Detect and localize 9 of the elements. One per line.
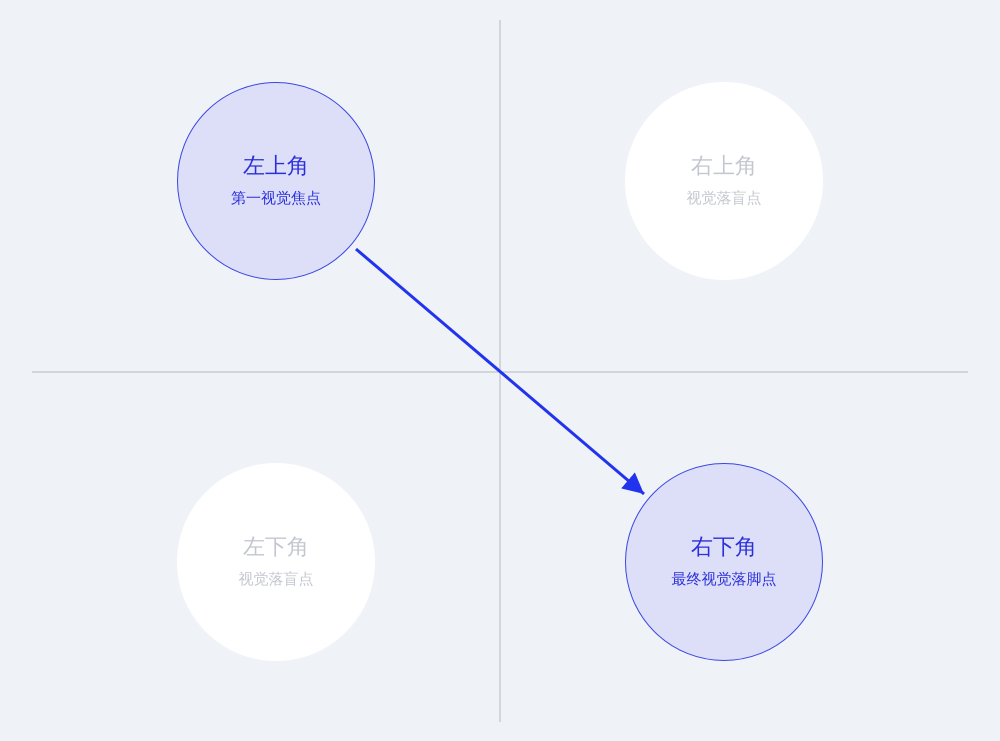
corner-title: 右上角 — [691, 153, 757, 181]
corner-title: 右下角 — [691, 534, 757, 562]
corner-subtitle: 视觉落盲点 — [686, 188, 762, 209]
corner-subtitle: 第一视觉焦点 — [231, 188, 321, 209]
corner-title: 左下角 — [243, 534, 309, 562]
corner-subtitle: 最终视觉落脚点 — [672, 569, 776, 590]
arrow — [355, 248, 645, 496]
corner-title: 左上角 — [243, 153, 309, 181]
corner-subtitle: 视觉落盲点 — [238, 569, 314, 590]
